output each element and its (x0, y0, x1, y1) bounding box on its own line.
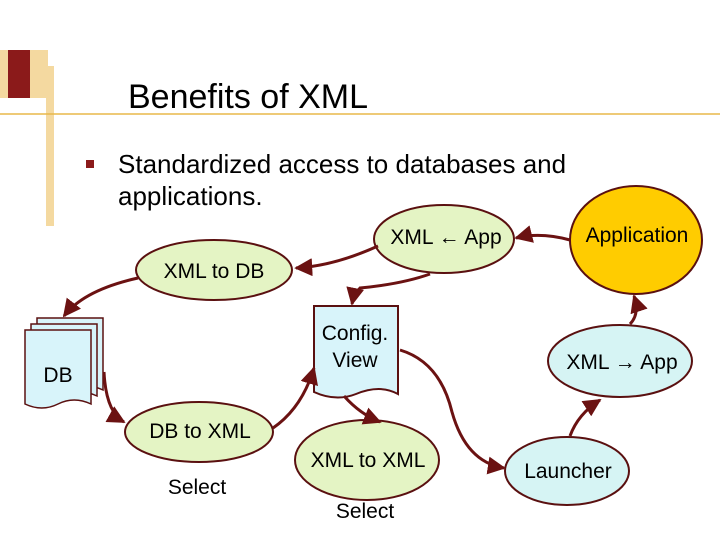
label-xml-to-db: XML to DB (163, 260, 265, 283)
arrow-launcher-to-xml-to-app (568, 398, 602, 437)
label-xml-from-app: XML ← App (390, 226, 502, 249)
node-xml-to-db (135, 239, 293, 301)
arrow-db-to-db-to-xml (102, 371, 126, 424)
label-select-bottom: Select (335, 500, 395, 523)
arrow-xml-from-app-to-config-view (346, 272, 431, 306)
label-db: DB (43, 364, 73, 387)
arrow-xml-to-app-to-application (628, 294, 648, 326)
corner-dark-block (8, 50, 30, 98)
arrow-config-view-to-xml-to-xml (342, 395, 382, 425)
label-config-view-2: View (332, 349, 378, 372)
label-xml-to-xml: XML to XML (310, 449, 426, 472)
arrow-db-to-xml-to-config-view (272, 366, 318, 430)
node-db-stack (24, 317, 104, 409)
node-xml-to-app (547, 324, 693, 398)
node-xml-from-app (373, 204, 515, 274)
bullet-square (86, 160, 94, 168)
label-db-to-xml: DB to XML (149, 420, 251, 443)
corner-vertical-bar (46, 66, 54, 226)
arrow-application-to-xml-from-app (514, 225, 571, 243)
label-xml-to-app: XML → App (566, 351, 678, 374)
arrow-xml-from-app-to-xml-to-db (294, 244, 379, 277)
slide-title: Benefits of XML (128, 78, 369, 116)
label-config-view-1: Config. (321, 322, 389, 345)
label-application: Application (585, 224, 689, 247)
label-select-left: Select (167, 476, 227, 499)
node-config-view (313, 305, 399, 399)
node-db-to-xml (124, 401, 274, 463)
bullet-text: Standardized access to databases and app… (118, 149, 567, 211)
label-launcher: Launcher (524, 460, 612, 483)
arrow-config-view-to-launcher (399, 348, 506, 475)
arrow-xml-to-db-to-db (62, 276, 139, 318)
